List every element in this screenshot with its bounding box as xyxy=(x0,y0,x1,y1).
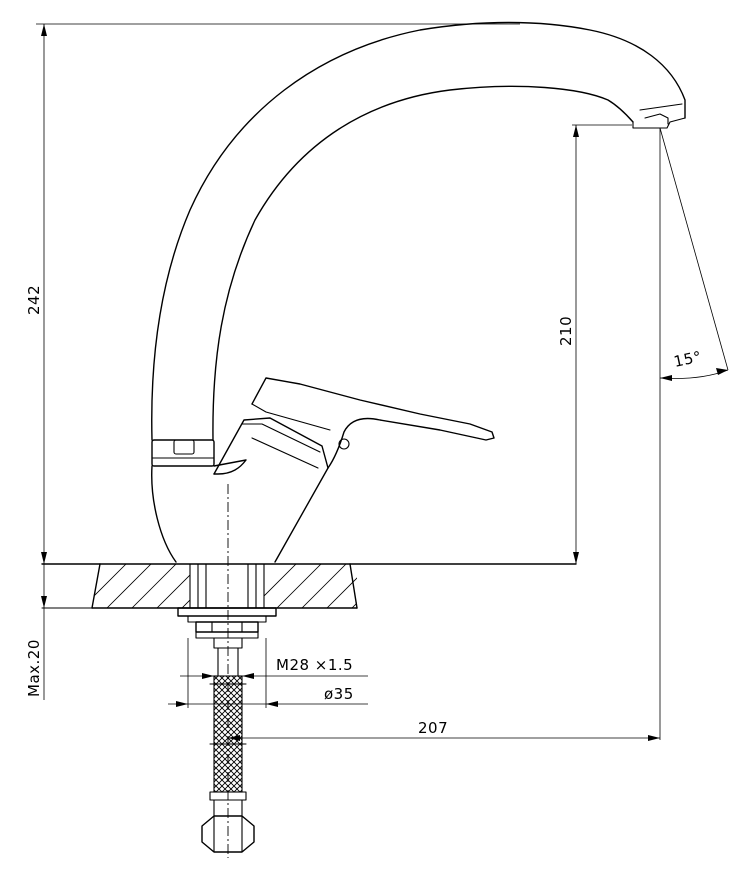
lever-handle xyxy=(251,377,495,469)
dim-thread-label: M28 ×1.5 xyxy=(276,656,353,674)
dimension-angle: 15° xyxy=(659,127,729,740)
mounting-nut xyxy=(177,607,277,677)
faucet-spout xyxy=(151,21,686,441)
swivel-collar xyxy=(151,439,215,467)
dimension-hole-diameter: ø35 xyxy=(168,685,368,707)
countertop xyxy=(41,563,577,609)
dim-210-label: 210 xyxy=(557,316,575,346)
dimension-counter-thickness: Max.20 xyxy=(25,564,47,700)
faucet-base xyxy=(151,417,329,563)
dim-207-label: 207 xyxy=(418,719,448,737)
dimension-spout-reach: 207 xyxy=(228,719,660,741)
dim-diameter-label: ø35 xyxy=(324,685,354,703)
dim-242-label: 242 xyxy=(25,285,43,315)
dim-15-label: 15° xyxy=(672,347,703,370)
dimension-spout-height: 210 xyxy=(557,124,632,564)
dimension-thread: M28 ×1.5 xyxy=(180,638,368,708)
dim-max20-label: Max.20 xyxy=(25,639,43,697)
dimension-overall-height: 242 xyxy=(25,23,520,564)
